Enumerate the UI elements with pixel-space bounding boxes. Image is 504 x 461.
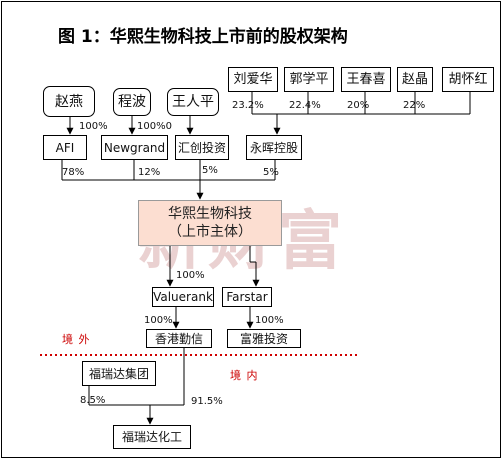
region-onshore: 境 内 bbox=[230, 369, 259, 382]
entity-farstar: Farstar bbox=[222, 287, 272, 307]
entity-huichuang-name: 汇创投资 bbox=[177, 140, 226, 155]
holder-huhuaihong-name: 胡怀红 bbox=[448, 72, 488, 87]
person-zhaoyan: 赵燕 bbox=[43, 86, 95, 117]
pct-furuida-group: 8.5% bbox=[80, 395, 106, 406]
entity-newgrand-name: Newgrand bbox=[103, 140, 166, 155]
entity-yonghui-name: 永晖控股 bbox=[249, 140, 298, 155]
holder-wangchunxi-name: 王春喜 bbox=[346, 72, 386, 87]
entity-furuida-chem: 福瑞达化工 bbox=[113, 425, 191, 449]
listing-entity-name: 华熙生物科技 bbox=[168, 206, 252, 222]
pct-yonghui: 5% bbox=[263, 167, 279, 178]
listing-entity-note: （上市主体） bbox=[168, 224, 252, 240]
pct-wangchunxi: 20% bbox=[347, 100, 370, 111]
pct-liuaihua: 23.2% bbox=[232, 100, 264, 111]
pct-zhaoyan-afi: 100% bbox=[79, 121, 108, 132]
holder-huhuaihong: 胡怀红 bbox=[442, 67, 494, 92]
region-offshore: 境 外 bbox=[62, 333, 91, 346]
entity-fuya-name: 富雅投资 bbox=[239, 331, 288, 346]
entity-hk: 香港勤信 bbox=[146, 329, 212, 348]
holder-liuaihua: 刘爱华 bbox=[228, 67, 278, 92]
entity-furuida-group: 福瑞达集团 bbox=[82, 361, 156, 386]
entity-yonghui: 永晖控股 bbox=[246, 135, 302, 160]
pct-hk: 100% bbox=[144, 315, 173, 326]
entity-hk-name: 香港勤信 bbox=[154, 331, 203, 346]
listing-entity: 华熙生物科技 （上市主体） bbox=[138, 200, 282, 246]
person-chengbo: 程波 bbox=[113, 88, 151, 116]
pct-afi: 78% bbox=[62, 167, 85, 178]
entity-valuerank-name: Valuerank bbox=[153, 290, 213, 304]
pct-chengbo-newgrand: 100%0 bbox=[137, 121, 172, 132]
pct-valuerank: 100% bbox=[176, 270, 205, 281]
pct-hk-chem: 91.5% bbox=[191, 396, 223, 407]
entity-newgrand: Newgrand bbox=[101, 135, 168, 160]
person-wangrenping: 王人平 bbox=[167, 88, 219, 116]
entity-afi-name: AFI bbox=[55, 140, 75, 155]
pct-newgrand: 12% bbox=[138, 167, 161, 178]
person-wangrenping-name: 王人平 bbox=[172, 94, 214, 110]
entity-fuya: 富雅投资 bbox=[227, 329, 301, 348]
holder-liuaihua-name: 刘爱华 bbox=[233, 72, 273, 87]
holder-guoxueping-name: 郭学平 bbox=[289, 72, 329, 87]
pct-huichuang: 5% bbox=[202, 165, 218, 176]
entity-furuida-chem-name: 福瑞达化工 bbox=[121, 430, 182, 444]
entity-farstar-name: Farstar bbox=[226, 290, 268, 304]
entity-furuida-group-name: 福瑞达集团 bbox=[88, 366, 149, 381]
diagram-title: 图 1：华熙生物科技上市前的股权架构 bbox=[58, 27, 348, 47]
entity-huichuang: 汇创投资 bbox=[175, 135, 229, 160]
holder-zhaojing-name: 赵晶 bbox=[401, 72, 428, 87]
holder-guoxueping: 郭学平 bbox=[284, 67, 334, 92]
holder-zhaojing: 赵晶 bbox=[397, 67, 433, 92]
holder-wangchunxi: 王春喜 bbox=[341, 67, 391, 92]
pct-fuya: 100% bbox=[255, 315, 284, 326]
entity-afi: AFI bbox=[43, 135, 87, 160]
pct-zhaojing: 22% bbox=[403, 100, 426, 111]
pct-guoxueping: 22.4% bbox=[289, 100, 321, 111]
person-chengbo-name: 程波 bbox=[118, 94, 146, 110]
person-zhaoyan-name: 赵燕 bbox=[55, 93, 83, 110]
entity-valuerank: Valuerank bbox=[152, 287, 214, 307]
